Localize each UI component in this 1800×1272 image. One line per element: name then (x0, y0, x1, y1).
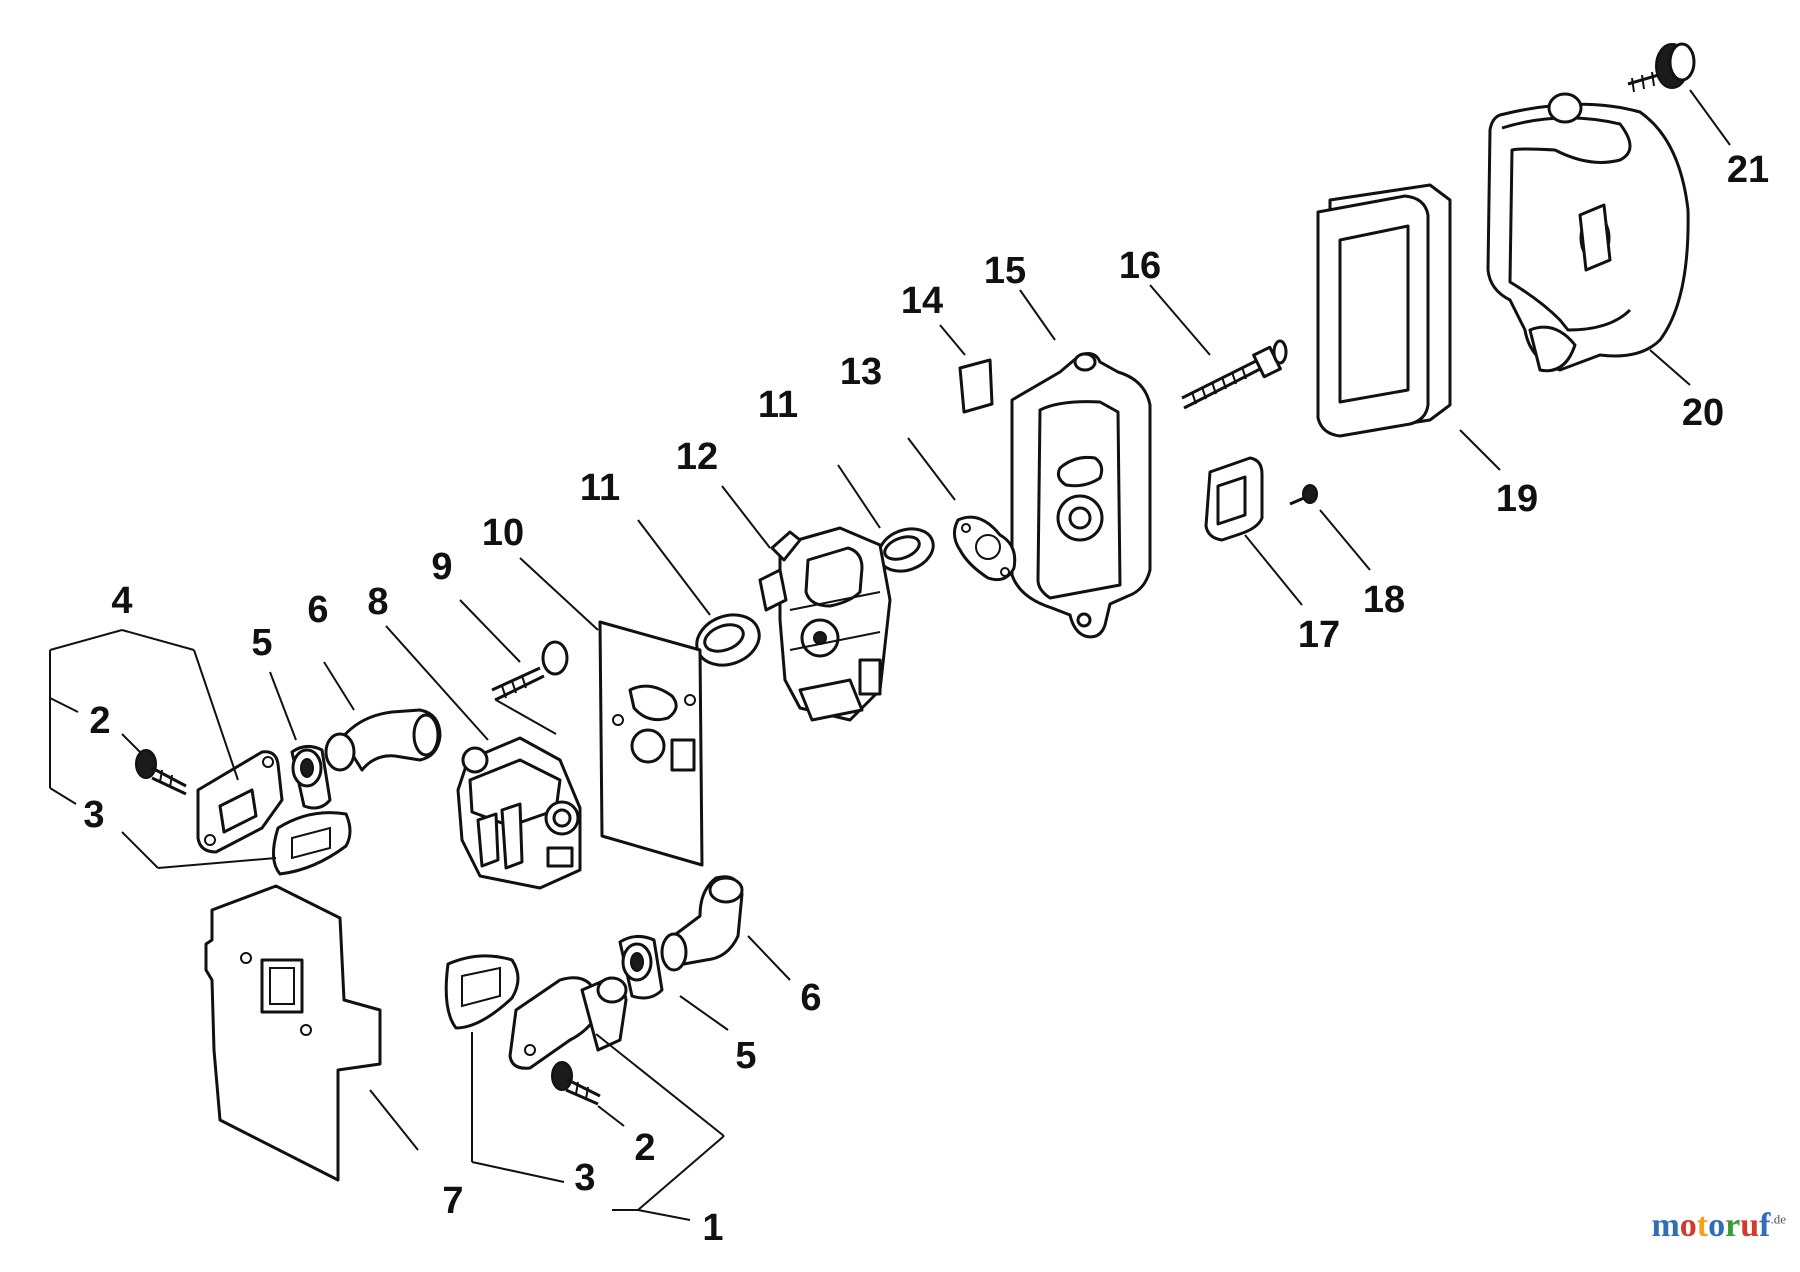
callout-8: 8 (367, 581, 388, 623)
part-3-gasket-lower (444, 954, 520, 1030)
part-19-filter (1316, 183, 1452, 438)
callout-5-lower: 5 (735, 1035, 756, 1077)
callout-17: 17 (1298, 614, 1340, 656)
part-5-seal-upper (290, 745, 332, 810)
callout-1: 1 (702, 1207, 723, 1249)
callout-15: 15 (984, 250, 1026, 292)
callout-labels: 21 20 19 16 15 14 13 11 12 11 10 9 8 6 5… (83, 149, 1769, 1249)
part-21-knob (1627, 42, 1696, 93)
callout-10: 10 (482, 512, 524, 554)
callout-11-lower: 11 (580, 467, 620, 509)
part-2-bolt-upper (135, 749, 187, 796)
part-15-base (1010, 352, 1152, 639)
callout-13: 13 (840, 351, 882, 393)
part-13-gasket (953, 515, 1017, 582)
callout-19: 19 (1496, 478, 1538, 520)
watermark-text: motoruf (1651, 1207, 1771, 1244)
watermark-suffix: .de (1770, 1211, 1786, 1227)
part-9-bolt (491, 640, 569, 735)
callout-11-upper: 11 (758, 384, 798, 426)
callout-6-upper: 6 (307, 589, 328, 631)
part-2-bolt-lower (551, 1061, 601, 1106)
part-7-plate (204, 884, 382, 1182)
leader-lines (49, 89, 1731, 1221)
callout-9: 9 (431, 546, 452, 588)
part-6-elbow-lower (660, 875, 744, 972)
part-17-bracket (1204, 456, 1264, 542)
part-10-gasket (598, 620, 704, 867)
part-11-grommet-lower (695, 613, 761, 667)
callout-4: 4 (111, 580, 132, 622)
callout-5-upper: 5 (251, 622, 272, 664)
part-16-bolt (1181, 339, 1288, 410)
part-6-elbow-upper (324, 708, 442, 772)
part-1-flange (508, 976, 628, 1070)
part-18-screw (1289, 484, 1318, 506)
part-20-cover (1486, 92, 1690, 373)
callout-2-lower: 2 (634, 1127, 655, 1169)
callout-3-upper: 3 (83, 794, 104, 836)
callout-7: 7 (442, 1180, 463, 1222)
callout-18: 18 (1363, 579, 1405, 621)
part-8-insulator (456, 736, 582, 890)
callout-12: 12 (676, 436, 718, 478)
watermark-logo: motoruf.de (1651, 1207, 1786, 1245)
part-5-seal-lower (618, 935, 664, 1000)
callout-20: 20 (1682, 392, 1724, 434)
part-3-gasket-upper (272, 811, 352, 876)
callout-16: 16 (1119, 245, 1161, 287)
callout-14: 14 (901, 280, 943, 322)
callout-21: 21 (1727, 149, 1769, 191)
part-14-plate (958, 358, 994, 414)
part-12-carburetor (758, 526, 892, 722)
part-4-flange (196, 750, 284, 854)
callout-2-upper: 2 (89, 700, 110, 742)
callout-3-lower: 3 (574, 1157, 595, 1199)
callout-6-lower: 6 (800, 977, 821, 1019)
